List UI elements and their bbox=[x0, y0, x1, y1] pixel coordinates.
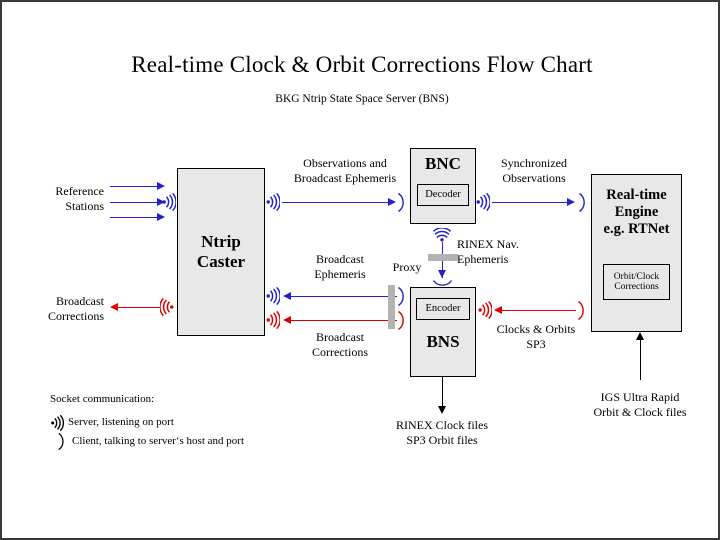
ntrip-caster-title: Ntrip Caster bbox=[196, 231, 246, 271]
ref-arrow-2-line bbox=[110, 202, 158, 203]
proxy-label: Proxy bbox=[392, 260, 422, 274]
node-bnc[interactable]: BNC Decoder bbox=[410, 148, 476, 224]
client-socket-icon-bns-bcorr-out bbox=[396, 310, 406, 331]
igs-ultra-rapid-line bbox=[640, 340, 641, 380]
rinex-clock-files-head bbox=[438, 406, 446, 414]
observations-broadcast-ephemeris-label: Observations and Broadcast Ephemeris bbox=[293, 156, 397, 186]
synchronized-observations-label: Synchronized Observations bbox=[501, 156, 567, 186]
ref-arrow-1-line bbox=[110, 186, 158, 187]
server-socket-icon-caster-in bbox=[162, 192, 176, 212]
reference-stations-label: Reference Stations bbox=[55, 184, 104, 214]
page-title: Real-time Clock & Orbit Corrections Flow… bbox=[131, 52, 593, 77]
server-socket-icon-caster-bcorr bbox=[266, 310, 280, 330]
node-bns[interactable]: Encoder BNS bbox=[410, 287, 476, 377]
obs-line bbox=[282, 202, 390, 203]
legend-heading: Socket communication: bbox=[50, 393, 155, 405]
legend-client-label: Client, talking to server‘s host and por… bbox=[72, 435, 244, 447]
page-subtitle: BKG Ntrip State Space Server (BNS) bbox=[275, 93, 449, 105]
igs-ultra-rapid-head bbox=[636, 332, 644, 340]
client-socket-icon-legend bbox=[56, 432, 66, 451]
server-socket-icon-bns-clk-in bbox=[478, 300, 492, 320]
server-socket-icon-caster-out bbox=[160, 297, 174, 317]
broadcast-corrections-label: Broadcast Corrections bbox=[312, 330, 368, 360]
bce-head bbox=[283, 292, 291, 300]
bc-out-head bbox=[110, 303, 118, 311]
server-socket-icon-rinex-nav bbox=[432, 228, 452, 242]
bcorr-head bbox=[283, 316, 291, 324]
sync-obs-head bbox=[567, 198, 575, 206]
bns-title: BNS bbox=[426, 332, 460, 351]
node-ntrip-caster[interactable]: Ntrip Caster bbox=[177, 168, 265, 336]
clocks-orbits-sp3-label: Clocks & Orbits SP3 bbox=[496, 322, 576, 352]
rinex-clock-files-line bbox=[442, 377, 443, 409]
bcorr-line bbox=[291, 320, 397, 321]
obs-head bbox=[388, 198, 396, 206]
node-realtime-engine[interactable]: Real-time Engine e.g. RTNet Orbit/Clock … bbox=[591, 174, 682, 332]
rt-engine-title: Real-time Engine e.g. RTNet bbox=[603, 187, 670, 238]
broadcast-ephemeris-label: Broadcast Ephemeris bbox=[314, 252, 366, 282]
igs-ultra-rapid-label: IGS Ultra Rapid Orbit & Clock files bbox=[593, 390, 687, 420]
client-socket-icon-rtengine-in bbox=[577, 192, 587, 213]
client-socket-icon-bnc-in bbox=[396, 192, 406, 213]
server-socket-icon-caster-bce bbox=[266, 286, 280, 306]
proxy-bar-vertical bbox=[428, 254, 458, 261]
bnc-title: BNC bbox=[425, 154, 461, 173]
legend-server-label: Server, listening on port bbox=[68, 416, 174, 428]
proxy-bar-horizontal bbox=[388, 285, 395, 329]
server-socket-icon-caster-obs bbox=[266, 192, 280, 212]
clk-orb-head bbox=[494, 306, 502, 314]
server-socket-icon-legend bbox=[50, 414, 64, 432]
rinex-clock-files-label: RINEX Clock files SP3 Orbit files bbox=[396, 418, 488, 448]
client-socket-icon-rtengine-clk-out bbox=[576, 300, 586, 321]
bc-out-line bbox=[118, 307, 160, 308]
rinex-nav-head bbox=[438, 270, 446, 278]
client-socket-icon-bns-bce-out bbox=[396, 286, 406, 307]
client-socket-icon-bns-nav-in bbox=[432, 278, 453, 288]
clk-orb-line bbox=[502, 310, 576, 311]
bnc-decoder-subbox[interactable]: Decoder bbox=[417, 184, 469, 207]
sync-obs-line bbox=[492, 202, 569, 203]
ref-arrow-3-line bbox=[110, 217, 158, 218]
rinex-nav-ephemeris-label: RINEX Nav. Ephemeris bbox=[457, 237, 519, 267]
bce-line bbox=[291, 296, 397, 297]
broadcast-corrections-output-label: Broadcast Corrections bbox=[48, 294, 104, 324]
bns-encoder-subbox[interactable]: Encoder bbox=[416, 298, 470, 320]
ref-arrow-1-head bbox=[157, 182, 165, 190]
ref-arrow-3-head bbox=[157, 213, 165, 221]
rt-engine-orbit-clock-subbox[interactable]: Orbit/Clock Corrections bbox=[603, 264, 670, 301]
ref-arrow-2-head bbox=[157, 198, 165, 206]
server-socket-icon-bnc-out bbox=[476, 192, 490, 212]
